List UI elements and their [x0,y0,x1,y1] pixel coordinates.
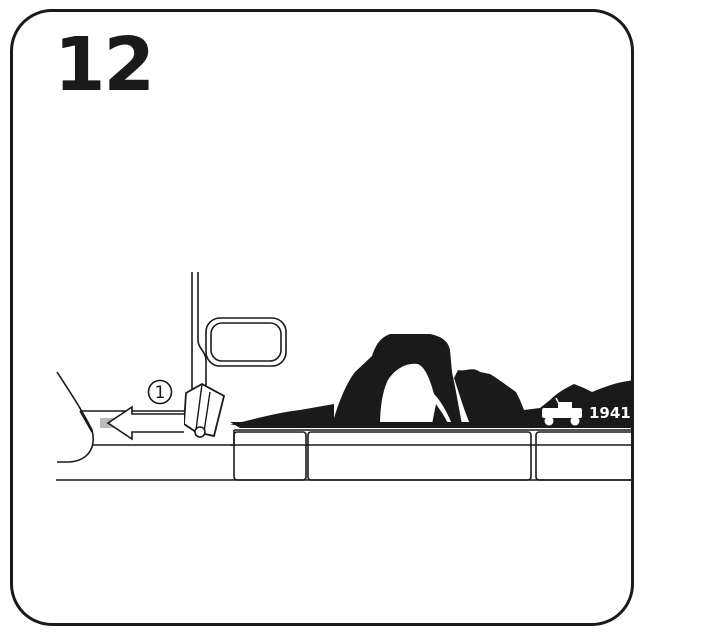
callout-label: 1 [155,383,166,403]
side-mirror-icon [205,317,287,367]
callout-marker: 1 [147,379,173,405]
jeep-icon [542,397,582,426]
decal-year: 1941 [589,404,631,422]
squeegee-icon [183,382,226,438]
step-number: 12 [54,22,155,108]
vehicle-body [56,272,633,481]
arrow-left-icon [100,405,184,441]
decal-silhouette [230,334,633,425]
instruction-panel [10,9,634,626]
